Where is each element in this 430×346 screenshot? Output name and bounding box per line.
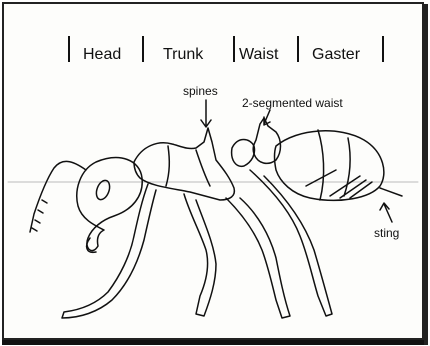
leg-rear bbox=[250, 170, 332, 316]
leg-middle bbox=[184, 194, 216, 316]
leg-hind bbox=[226, 198, 290, 318]
ant-waist-node-1 bbox=[232, 140, 255, 167]
antenna bbox=[30, 161, 86, 232]
ant-waist-node-2 bbox=[253, 118, 280, 163]
ant-head bbox=[77, 158, 142, 251]
arrow-waist bbox=[264, 110, 270, 125]
arrow-spines bbox=[201, 100, 211, 127]
ant-trunk bbox=[134, 128, 234, 200]
ant-sting bbox=[380, 188, 402, 196]
leg-front bbox=[62, 184, 156, 318]
ant-gaster bbox=[275, 131, 384, 201]
arrow-sting bbox=[380, 203, 392, 222]
